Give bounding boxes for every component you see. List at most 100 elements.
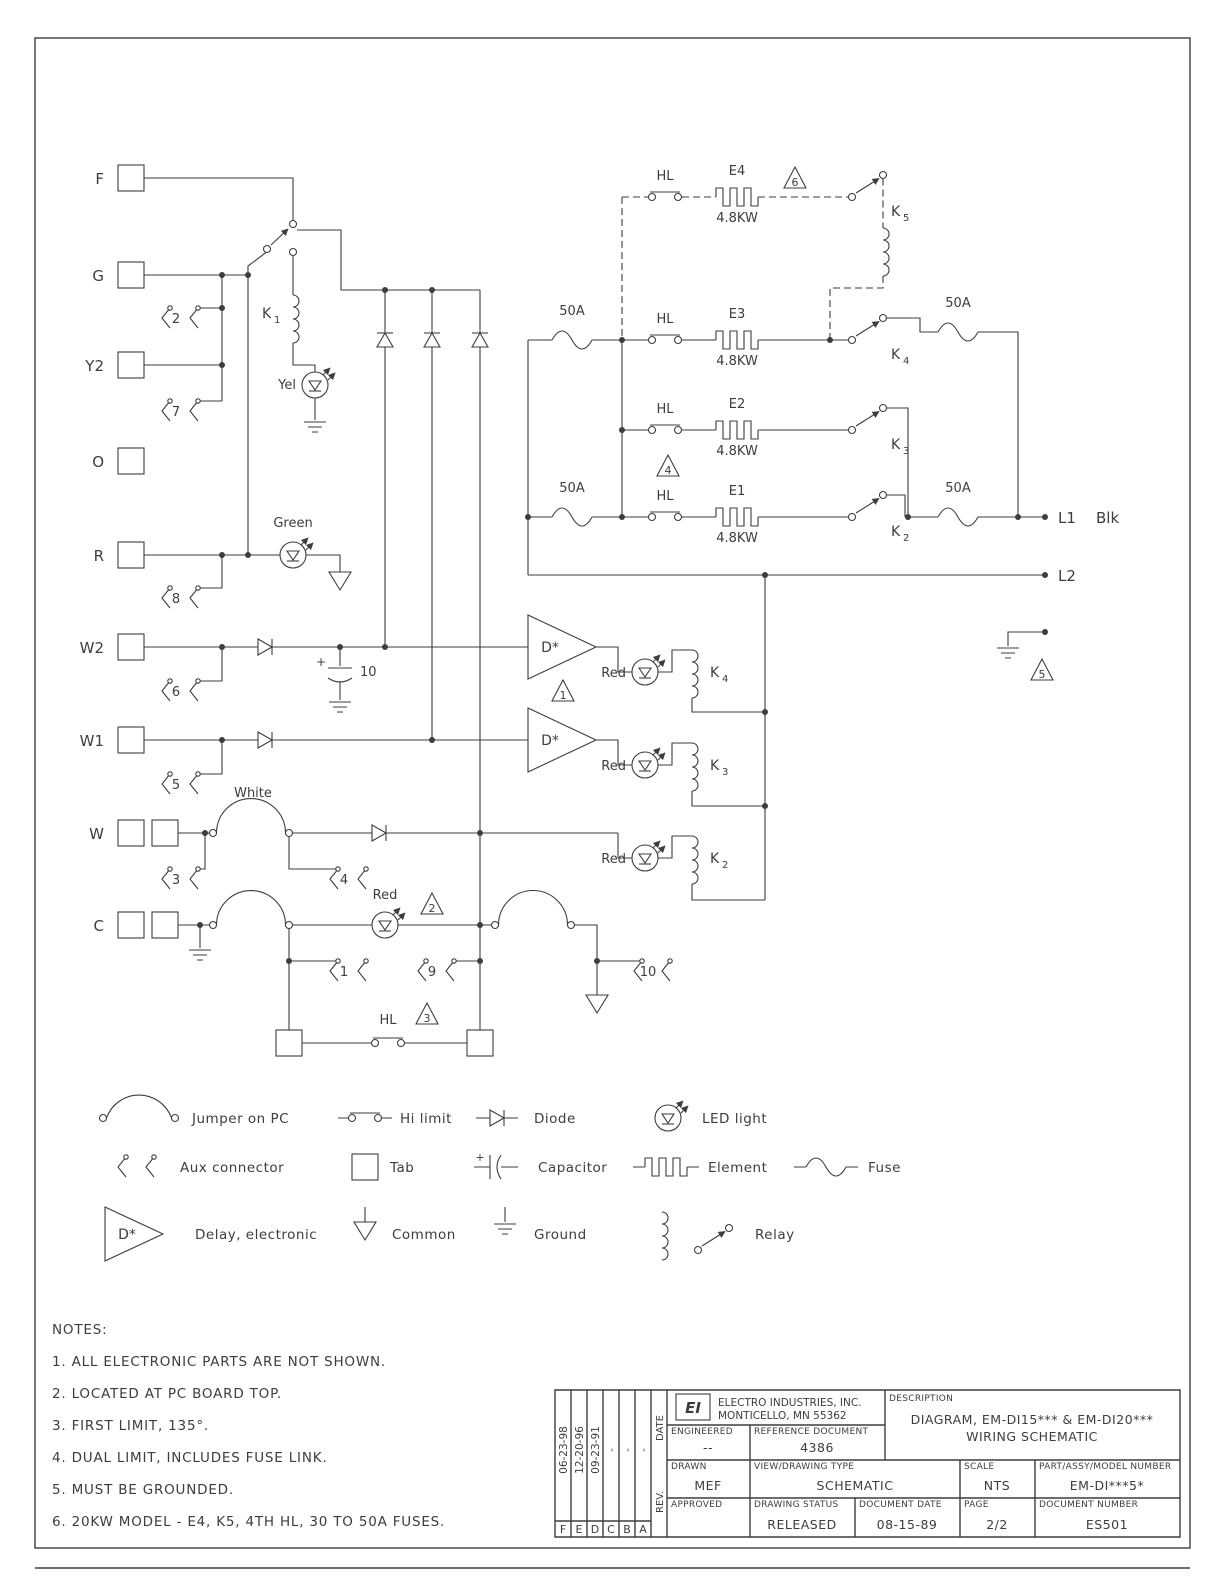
delay-triangle-icon — [104, 1206, 165, 1262]
tab-box — [275, 1029, 303, 1057]
legend-delay-label: Delay, electronic — [195, 1227, 317, 1243]
aux-connector-icon — [189, 678, 201, 702]
k1-contact-pivot — [262, 244, 272, 254]
terminal-tab-f — [117, 164, 145, 192]
led-icon — [655, 1101, 688, 1131]
terminal-label-w1: W1 — [80, 732, 104, 750]
delay-label: D* — [541, 733, 559, 749]
element-e3-name: E3 — [729, 307, 746, 322]
k3-label-num: 3 — [903, 446, 909, 457]
k2-coil-icon — [691, 835, 699, 885]
bottom-hi-limit: HL 3 — [275, 1002, 494, 1057]
revision-strip: F E D C B A 06-23-98 12-20-96 09-23-91 -… — [558, 1415, 666, 1536]
note-6: 6. 20KW MODEL - E4, K5, 4TH HL, 30 TO 50… — [52, 1514, 445, 1530]
document-number-value: ES501 — [1086, 1517, 1128, 1532]
drawn-value: MEF — [694, 1478, 721, 1493]
k2-label: K — [891, 524, 901, 540]
legend-tab-label: Tab — [389, 1160, 414, 1176]
diode-icon — [489, 1109, 505, 1127]
rev-date: 12-20-96 — [574, 1426, 586, 1474]
aux-number-3: 3 — [172, 873, 180, 888]
fuse-50a-label: 50A — [559, 481, 585, 496]
diode-icon — [376, 332, 394, 348]
rev-letter: E — [576, 1523, 583, 1536]
page-label: PAGE — [964, 1500, 989, 1510]
terminal-tab-c-2 — [151, 911, 179, 939]
k2-label-num: 2 — [903, 533, 909, 544]
legend: Jumper on PC Hi limit Diode LED light Au… — [98, 1094, 901, 1262]
heating-element-icon — [644, 1157, 688, 1177]
aux-number-10: 10 — [640, 965, 657, 980]
heating-element-icon — [715, 420, 759, 440]
drawing-type-value: SCHEMATIC — [817, 1478, 894, 1493]
aux-connector-icon — [145, 1154, 157, 1178]
engineered-value: -- — [703, 1440, 713, 1455]
aux-connector-icon — [161, 305, 173, 329]
hi-limit-icon — [370, 1037, 406, 1048]
k1-contact-blade — [270, 228, 289, 246]
junction-dots — [197, 272, 1048, 964]
delay-triangle — [527, 707, 598, 773]
red-led-label: Red — [373, 888, 398, 903]
capacitor-plate-curved — [327, 677, 353, 683]
w2-diode-icon — [257, 638, 273, 656]
red-led-icon — [632, 841, 665, 871]
scale-value: NTS — [984, 1478, 1010, 1493]
aux-connector-icon — [189, 585, 201, 609]
fuse-icon — [551, 507, 593, 527]
terminal-tab-w2 — [117, 633, 145, 661]
k5-coil-icon — [882, 227, 890, 277]
rev-letter: C — [607, 1523, 615, 1536]
description-line1: DIAGRAM, EM-DI15*** & EM-DI20*** — [911, 1412, 1154, 1427]
element-e2-rating: 4.8KW — [716, 444, 758, 459]
reference-label: REFERENCE DOCUMENT — [754, 1427, 868, 1437]
l1-label: L1 — [1058, 509, 1076, 527]
aux-connector-icon — [357, 958, 369, 982]
k5-contact-icon — [849, 172, 887, 201]
aux-number-2: 2 — [172, 312, 180, 327]
fuse-icon — [937, 322, 979, 342]
c-row-red-led: Red 2 — [372, 888, 444, 938]
rev-date: - — [606, 1448, 618, 1452]
legend-fuse-label: Fuse — [868, 1160, 901, 1176]
delay-triangle — [527, 614, 598, 680]
fuse-50a-label: 50A — [945, 481, 971, 496]
w1-diode-icon — [257, 731, 273, 749]
jumper-terminals — [208, 828, 576, 930]
drawn-label: DRAWN — [671, 1462, 707, 1472]
k4-label-num: 4 — [903, 356, 909, 367]
terminal-label-w2: W2 — [80, 639, 104, 657]
legend-aux-label: Aux connector — [180, 1160, 284, 1176]
red-led-label: Red — [601, 852, 626, 867]
k5-label-num: 5 — [903, 213, 909, 224]
yellow-led-label: Yel — [277, 378, 296, 393]
legend-wires — [338, 1117, 858, 1222]
k1-relay-circuit: K 1 Yel — [262, 219, 335, 433]
aux-connector-icon — [161, 771, 173, 795]
red-led-label: Red — [601, 666, 626, 681]
terminal-tab-w1 — [117, 726, 145, 754]
page-value: 2/2 — [986, 1517, 1008, 1532]
common-icon — [585, 994, 609, 1014]
legend-element-label: Element — [708, 1160, 767, 1176]
terminal-tab-w-2 — [151, 819, 179, 847]
note-flag-4: 4 — [665, 464, 672, 477]
diode-icon — [471, 332, 489, 348]
note-flag-3: 3 — [424, 1012, 431, 1025]
jumper-terminal — [98, 1113, 108, 1123]
part-number-value: EM-DI***5* — [1070, 1478, 1144, 1493]
note-flag-2: 2 — [429, 902, 436, 915]
ground-icon — [996, 647, 1020, 659]
wiring-dashed-20kw-option — [621, 178, 884, 340]
k3-coil-label: K — [710, 758, 720, 774]
note-flag-5: 5 — [1039, 668, 1046, 681]
aux-connector-icon — [357, 866, 369, 890]
drawing-border — [34, 37, 1191, 1549]
aux-connector-icon — [161, 585, 173, 609]
element-e2-name: E2 — [729, 397, 746, 412]
k3-coil-circuit: Red K 3 — [601, 742, 728, 792]
element-e1-name: E1 — [729, 484, 746, 499]
capacitor-value: 10 — [360, 665, 377, 680]
ground-icon — [188, 949, 212, 961]
